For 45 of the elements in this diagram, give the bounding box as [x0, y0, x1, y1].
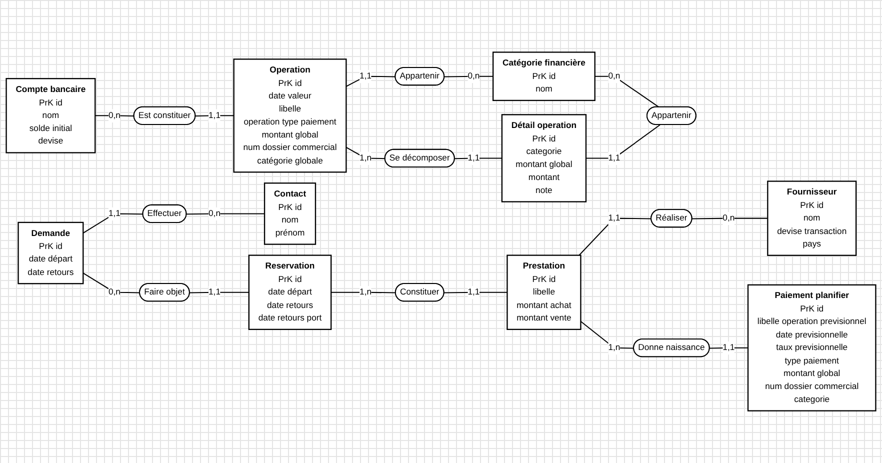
- connector: [196, 115, 234, 117]
- node-box: Prestation PrK id libelle montant achat montant vente: [506, 254, 582, 330]
- node-box: Fournisseur PrK id nom devise transaction pays: [767, 180, 857, 256]
- connector: [692, 218, 768, 220]
- connector: [578, 218, 652, 256]
- edge-label: 0,n: [468, 71, 480, 81]
- node-box: Catégorie financière PrK id nom: [492, 52, 596, 102]
- connector: [331, 292, 396, 294]
- connector: [594, 76, 660, 108]
- connector: [444, 292, 508, 294]
- node-box: Reservation PrK id date départ date retours date retours port: [248, 254, 332, 330]
- connector: [82, 213, 144, 234]
- edge-label: 1,1: [208, 110, 221, 120]
- connector: [454, 158, 502, 160]
- node-box: Demande PrK id date départ date retours: [18, 222, 84, 284]
- connector: [346, 146, 386, 160]
- node-box: Détail operation PrK id categorie montant global montant note: [501, 114, 587, 202]
- edge-label: 1,1: [360, 71, 372, 81]
- edge-label: 0,n: [108, 287, 120, 297]
- edge-label: 1,1: [722, 342, 735, 352]
- connector: [346, 76, 396, 87]
- connector: [82, 272, 140, 294]
- edge-label: 0,n: [208, 208, 221, 218]
- edge-label: 1,n: [360, 153, 372, 163]
- connector: [710, 347, 748, 349]
- node-box: Compte bancaire PrK id nom solde initial devise: [6, 78, 96, 154]
- edge-label: 1,n: [360, 287, 372, 297]
- connector: [444, 76, 494, 78]
- node-box: Paiement planifier PrK id libelle operation previsionnel date previsionnelle taux previsionnelle type paiement montant global num dossier commercial categorie: [747, 284, 876, 412]
- connector: [586, 124, 660, 159]
- connector: [190, 292, 249, 294]
- connector: [580, 321, 634, 349]
- edge-label: 0,n: [108, 110, 120, 120]
- edge-label: 1,1: [608, 153, 620, 163]
- edge-label: 1,1: [468, 153, 480, 163]
- connector: [186, 213, 265, 215]
- edge-label: 1,1: [108, 208, 120, 218]
- edge-label: 0,n: [608, 71, 620, 81]
- node-box: Operation PrK id date valeur libelle operation type paiement montant global num dossier commercial catégorie globale: [233, 58, 347, 173]
- edge-label: 1,n: [608, 342, 620, 352]
- node-box: Contact PrK id nom prénom: [264, 182, 316, 245]
- edge-label: 0,n: [722, 213, 735, 223]
- edge-label: 1,1: [208, 287, 221, 297]
- edge-label: 1,1: [468, 287, 480, 297]
- edge-label: 1,1: [608, 213, 620, 223]
